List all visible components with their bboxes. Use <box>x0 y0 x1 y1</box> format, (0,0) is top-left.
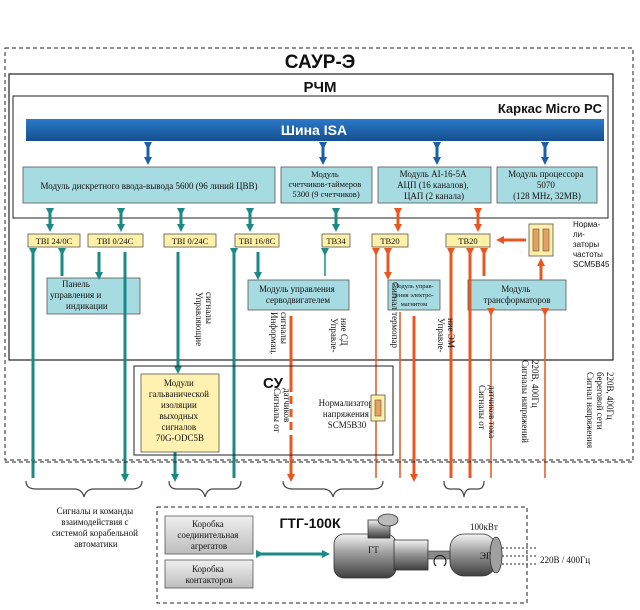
freq-normalizer-label: Норма- ли- заторы частоты SCM5B45 <box>573 220 610 269</box>
sensor-signals-label: Сигналы от датчиков <box>272 388 292 435</box>
adc-module <box>377 166 492 204</box>
info-signals-label: Информац. сигналы <box>269 312 289 357</box>
cpu-module-label: Модуль процессора 5070 (128 MHz, 32MB) <box>508 169 586 201</box>
eg-label: ЭГ <box>480 551 491 561</box>
rchm-title: РЧМ <box>303 79 336 96</box>
rchm-frame <box>8 73 614 361</box>
shore-voltage-label: Сигнал напряжения береговой сети 220В, 4… <box>585 372 615 450</box>
micropc-title: Каркас Micro PC <box>498 101 603 116</box>
saur-title: САУР-Э <box>285 52 356 73</box>
terminal-7: TB20 <box>458 236 477 246</box>
module-terminal-links <box>46 208 340 232</box>
terminal-4: TBI 16/8C <box>239 236 276 246</box>
gt-label: ГТ <box>368 545 379 555</box>
cpu-module <box>496 166 598 204</box>
output-lines <box>502 547 536 565</box>
freq-normalizer <box>528 223 554 257</box>
su-title: СУ <box>263 375 284 392</box>
box-unit <box>164 515 254 555</box>
turbine-generator-icon <box>333 513 503 579</box>
sd-ctrl-label: Управле- ние СД <box>329 318 349 355</box>
em-ctrl-label: Управле- ние ЭМ <box>436 318 456 355</box>
box-contact-label: Коробка контакторов <box>185 564 232 585</box>
terminal-6: TB20 <box>380 236 399 246</box>
module-terminal-links-orange <box>394 208 482 232</box>
term-signal-label: Сигнал термопар <box>390 282 400 348</box>
counter-module <box>280 166 373 204</box>
bus-connectors <box>144 142 549 165</box>
trans-label: Модуль трансформаторов <box>483 284 550 305</box>
generator-title: ГТГ-100К <box>280 515 341 531</box>
terminal-2: TBI 0/24C <box>97 236 134 246</box>
current-signals-label: Сигналы от датчиков тока <box>477 385 497 438</box>
signals-note: Сигналы и команды взаимодействия с систе… <box>52 506 140 549</box>
output-label: 220В / 400Гц <box>540 555 590 565</box>
isa-bus <box>26 119 604 141</box>
voltage-signals-label: Сигналы напряжений 220В, 400Гц <box>520 360 540 445</box>
adc-module-label: Модуль AI-16-5A АЦП (16 каналов), ЦАП (2… <box>397 169 471 201</box>
servo-label: Модуль управления серводвигателем <box>259 284 337 305</box>
panel-label: Панель управления и индикации <box>50 279 108 311</box>
saur-frame <box>4 47 634 461</box>
signal-braces <box>25 480 485 498</box>
dio-module <box>22 166 276 204</box>
box-unit-label: Коробка соединительная агрегатов <box>177 519 240 551</box>
servo-module <box>247 279 350 311</box>
terminal-1: TBI 24/0C <box>36 236 73 246</box>
em-label: Модуль управ- ления электро- магнитом <box>393 283 436 308</box>
power-label: 100кВт <box>470 522 498 532</box>
orange-signal-lines <box>287 248 549 482</box>
ctrl-signals-label: Управляющие сигналы <box>194 292 214 348</box>
terminal-blocks: TBI 24/0C TBI 0/24C TBI 0/24C TBI 16/8C … <box>27 233 491 248</box>
micropc-frame <box>12 95 609 219</box>
counter-module-label: Модуль счетчиков-таймеров 5300 (9 счетчи… <box>289 169 364 199</box>
dio-module-label: Модуль дискретного ввода-вывода 5600 (96… <box>40 181 257 191</box>
volt-normalizer-label: Нормализатор напряжения SCM5B30 <box>319 398 376 430</box>
generator-frame <box>156 506 528 604</box>
box-contact <box>164 559 254 589</box>
teal-signal-lines <box>29 248 329 482</box>
terminal-5: TB34 <box>326 236 346 246</box>
su-frame <box>133 365 394 456</box>
terminal-3: TBI 0/24C <box>172 236 209 246</box>
galv-module <box>140 373 220 453</box>
em-module <box>387 279 441 311</box>
galv-label: Модули гальванической изоляции выходных … <box>149 378 211 443</box>
trans-module <box>467 279 567 311</box>
isa-bus-label: Шина ISA <box>281 122 347 138</box>
